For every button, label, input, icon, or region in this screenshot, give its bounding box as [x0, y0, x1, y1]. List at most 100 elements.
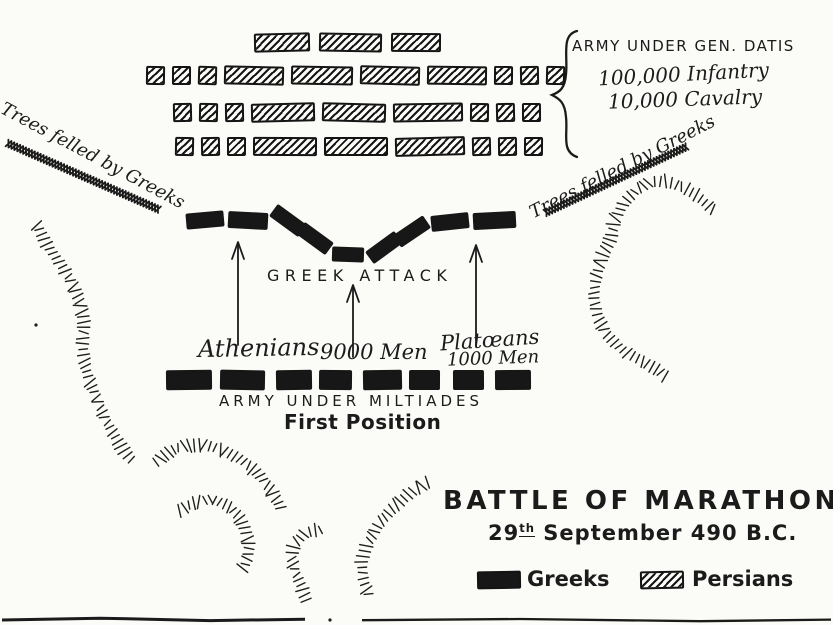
persian-row — [172, 102, 542, 123]
terrain-stroke — [170, 444, 177, 455]
terrain-stroke — [285, 551, 300, 554]
terrain-stroke — [363, 592, 374, 596]
terrain-stroke — [629, 351, 636, 361]
terrain-stroke — [270, 494, 281, 503]
athenians-count-label: 9000 Men — [320, 340, 428, 364]
greek-first-position-unit — [362, 369, 403, 391]
terrain-stroke — [236, 563, 249, 574]
terrain-stroke — [39, 240, 54, 248]
terrain-stroke — [593, 316, 605, 324]
terrain-stroke — [127, 455, 136, 464]
terrain-stroke — [642, 178, 654, 188]
persian-unit-small — [145, 65, 166, 86]
terrain-stroke — [230, 451, 239, 462]
terrain-stroke — [186, 438, 193, 454]
terrain-stroke — [179, 440, 189, 452]
terrain-stroke — [246, 463, 258, 476]
terrain-stroke — [47, 250, 58, 256]
terrain-stroke — [273, 500, 284, 506]
legend-greeks-swatch — [476, 570, 522, 590]
terrain-stroke — [159, 450, 170, 461]
attack-arrow-head — [231, 241, 245, 260]
greek-first-position-unit — [494, 369, 532, 391]
terrain-stroke — [589, 272, 603, 279]
plataeans-count-label: 1000 Men — [446, 346, 540, 371]
terrain-stroke — [595, 320, 608, 330]
terrain-stroke — [265, 484, 275, 496]
terrain-stroke — [608, 212, 621, 223]
miltiades-army-label: ARMY UNDER MILTIADES — [219, 392, 484, 410]
terrain-stroke — [200, 439, 208, 451]
terrain-stroke — [245, 460, 252, 471]
terrain-stroke — [622, 195, 632, 204]
terrain-stroke — [602, 330, 612, 340]
terrain-stroke — [296, 582, 306, 588]
terrain-stroke — [616, 202, 630, 207]
persian-army-label: ARMY UNDER GEN. DATIS — [572, 37, 795, 55]
terrain-stroke — [191, 496, 197, 511]
persian-unit-small — [545, 65, 566, 86]
persian-unit-large — [359, 65, 421, 86]
terrain-stroke — [619, 346, 627, 354]
terrain-stroke — [292, 571, 301, 579]
persian-unit-small — [497, 136, 518, 157]
legend-greeks-label: Greeks — [527, 567, 610, 591]
terrain-stroke — [44, 246, 55, 251]
terrain-stroke — [399, 494, 409, 503]
terrain-stroke — [75, 342, 90, 345]
terrain-stroke — [211, 495, 218, 506]
terrain-stroke — [638, 180, 649, 191]
felled-trees-chain — [4, 140, 159, 214]
terrain-stroke — [285, 544, 301, 550]
terrain-stroke — [611, 212, 624, 216]
terrain-stroke — [415, 480, 421, 495]
terrain-stroke — [80, 363, 92, 370]
terrain-stroke — [653, 175, 656, 188]
terrain-stroke — [67, 281, 79, 292]
persian-unit-large — [323, 136, 389, 157]
terrain-stroke — [415, 480, 428, 491]
terrain-stroke — [233, 514, 246, 524]
terrain-stroke — [605, 223, 621, 226]
terrain-stroke — [78, 357, 91, 365]
terrain-stroke — [286, 555, 297, 563]
terrain-stroke — [76, 353, 91, 357]
terrain-stroke — [86, 384, 98, 391]
terrain-stroke — [709, 203, 716, 216]
terrain-stroke — [243, 546, 255, 551]
terrain-stroke — [298, 529, 310, 539]
greek-attack-unit — [185, 210, 225, 230]
terrain-stroke — [111, 437, 124, 446]
terrain-stroke — [359, 585, 373, 595]
terrain-stroke — [295, 587, 310, 593]
persian-unit-large — [253, 32, 311, 53]
persian-unit-small — [493, 65, 514, 86]
terrain-stroke — [117, 446, 131, 456]
terrain-stroke — [251, 468, 262, 476]
persian-unit-large — [250, 102, 316, 123]
terrain-stroke — [598, 327, 610, 332]
terrain-stroke — [220, 446, 229, 456]
terrain-stroke — [669, 176, 673, 189]
terrain-stroke — [601, 241, 614, 248]
terrain-stroke — [240, 531, 253, 535]
terrain-stroke — [226, 501, 233, 514]
terrain-stroke — [313, 522, 317, 538]
terrain-stroke — [630, 188, 639, 195]
persian-cavalry-label: 10,000 Cavalry — [607, 84, 763, 114]
persian-unit-small — [521, 102, 542, 123]
terrain-stroke — [254, 472, 266, 479]
terrain-stroke — [36, 231, 48, 238]
terrain-stroke — [394, 496, 406, 507]
persian-unit-large — [390, 32, 442, 53]
terrain-stroke — [614, 343, 623, 350]
persian-unit-small — [174, 136, 195, 157]
persian-row — [174, 136, 544, 157]
terrain-stroke — [402, 488, 414, 500]
terrain-stroke — [300, 597, 312, 603]
terrain-stroke — [164, 446, 175, 458]
terrain-stroke — [192, 438, 196, 453]
persian-unit-small — [226, 136, 247, 157]
